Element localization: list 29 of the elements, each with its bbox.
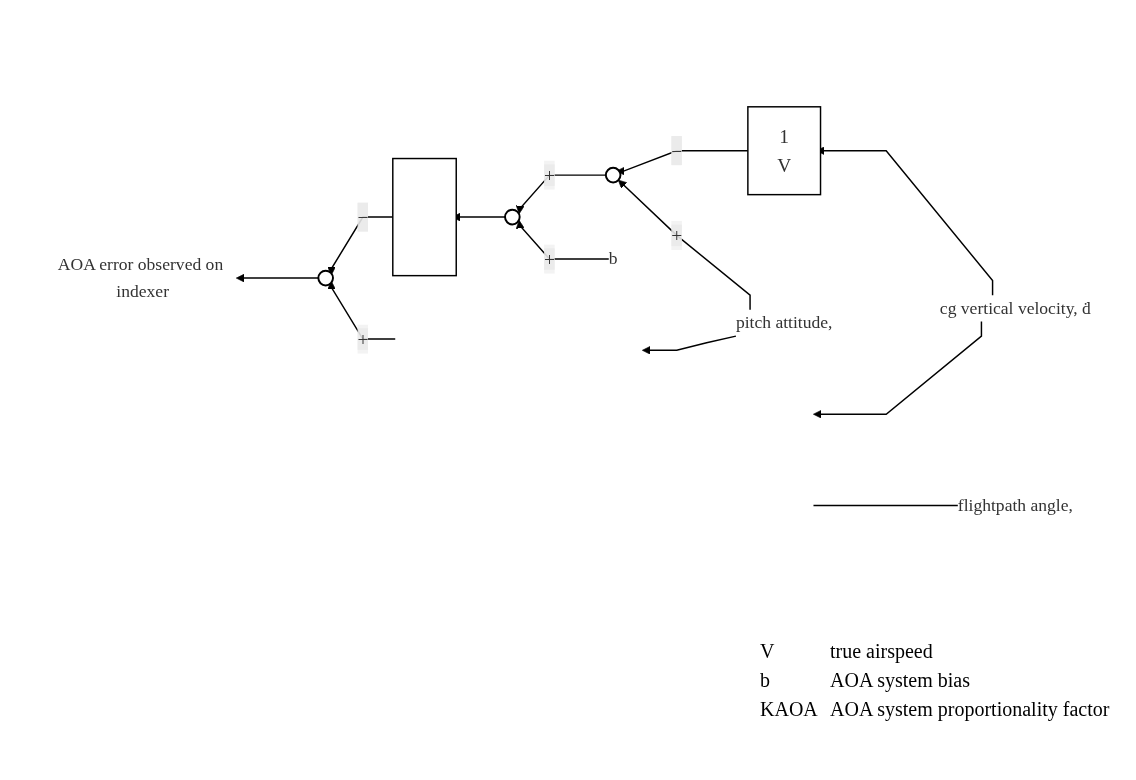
- legend-text: V: [760, 640, 776, 663]
- arrow: [327, 281, 396, 340]
- signal-label: flightpath angle,: [957, 495, 1073, 515]
- transfer-block: 1 V: [747, 106, 822, 196]
- leader-line: [812, 504, 959, 507]
- sign-label: +: [544, 244, 556, 274]
- signal-label: AOA error observed on indexer: [57, 254, 224, 301]
- legend-text: b: [760, 669, 771, 692]
- arrow: [236, 273, 320, 283]
- summing-junction: [504, 208, 521, 226]
- legend-text: KAOA: [760, 698, 819, 721]
- arrow: [618, 179, 751, 311]
- signal-label: b: [608, 248, 618, 269]
- signal-label: cg vertical velocity, ḋ: [939, 298, 1091, 318]
- summing-junction: [604, 166, 622, 184]
- signal-label: pitch attitude,: [735, 312, 833, 333]
- legend-text: AOA system proportionality factor: [830, 698, 1111, 721]
- legend-text: true airspeed: [830, 640, 934, 663]
- arrow: [642, 335, 737, 355]
- legend-text: AOA system bias: [830, 669, 971, 692]
- arrow: [813, 320, 983, 419]
- arrow: [515, 174, 607, 214]
- edge-label: +: [544, 164, 556, 186]
- edge-label: +: [671, 224, 683, 247]
- sign-label: +: [357, 324, 369, 354]
- edge-label: −: [671, 139, 683, 162]
- arrow: [515, 220, 610, 260]
- summing-junction: [317, 269, 334, 287]
- transfer-block: [392, 157, 457, 277]
